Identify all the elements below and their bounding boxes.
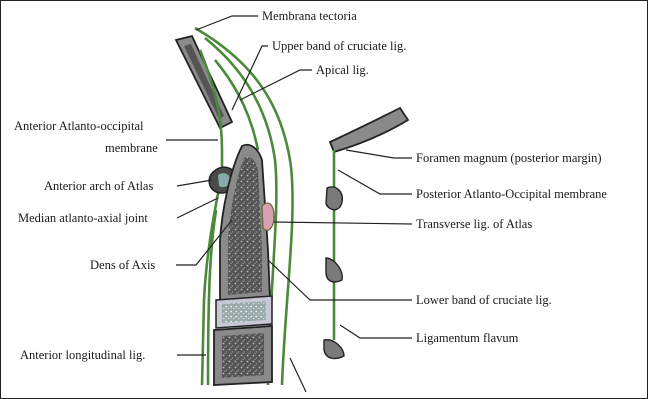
leader-upper-band xyxy=(232,46,268,110)
label-foramen-magnum: Foramen magnum (posterior margin) xyxy=(416,151,602,165)
label-ligamentum-flavum: Ligamentum flavum xyxy=(416,331,519,345)
leader-foramen-magnum xyxy=(346,150,412,158)
label-anterior-longitudinal: Anterior longitudinal lig. xyxy=(20,348,145,362)
leader-posterior-ao xyxy=(338,170,412,194)
leader-median-joint xyxy=(177,198,218,218)
label-anterior-ao-2: membrane xyxy=(105,141,158,155)
posterior-atlas-arch xyxy=(326,187,342,210)
label-upper-band: Upper band of cruciate lig. xyxy=(272,39,406,53)
ligamentum-flavum-lower xyxy=(324,340,344,359)
label-dens: Dens of Axis xyxy=(90,258,155,272)
label-median-joint: Median atlanto-axial joint xyxy=(18,211,148,225)
label-membrana-tectoria: Membrana tectoria xyxy=(262,9,357,23)
ligamentum-flavum-upper xyxy=(326,258,342,282)
disc-texture xyxy=(222,301,266,323)
leader-anterior-arch xyxy=(177,180,212,186)
label-anterior-arch: Anterior arch of Atlas xyxy=(44,179,153,193)
foramen-magnum-posterior-margin xyxy=(330,108,408,152)
label-apical-lig: Apical lig. xyxy=(316,63,369,77)
transverse-ligament xyxy=(262,203,274,230)
c3-texture xyxy=(222,333,264,378)
leader-membrana-tectoria xyxy=(196,16,258,30)
leader-bottom xyxy=(290,358,306,392)
leader-ligamentum-flavum xyxy=(340,325,412,338)
leader-transverse xyxy=(274,222,412,224)
label-transverse: Transverse lig. of Atlas xyxy=(416,217,532,231)
label-lower-band: Lower band of cruciate lig. xyxy=(416,293,552,307)
label-posterior-ao: Posterior Atlanto-Occipital membrane xyxy=(416,187,607,201)
label-anterior-ao-1: Anterior Atlanto-occipital xyxy=(14,119,144,133)
